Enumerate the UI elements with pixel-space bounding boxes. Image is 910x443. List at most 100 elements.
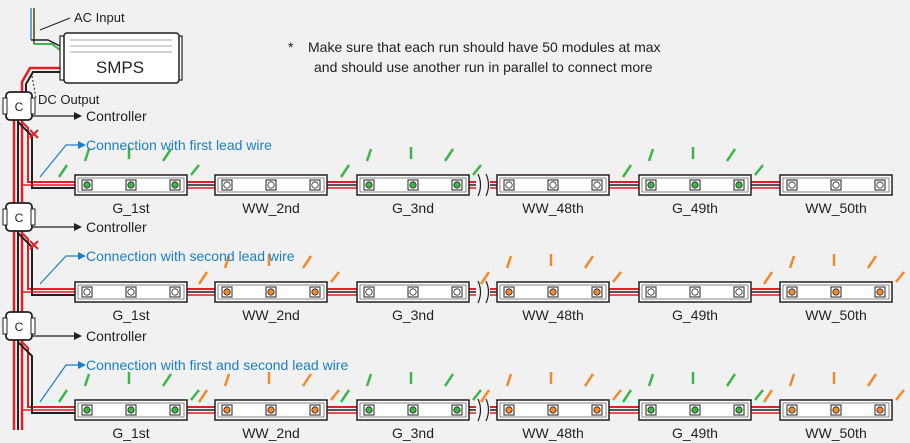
led-lit-icon bbox=[223, 288, 231, 296]
led-unlit-icon bbox=[171, 288, 179, 296]
controller-tab-right bbox=[30, 97, 36, 115]
light-ray bbox=[725, 148, 737, 162]
light-ray bbox=[762, 389, 774, 403]
module-label: WW_50th bbox=[805, 307, 866, 323]
light-ray bbox=[301, 255, 313, 269]
light-ray bbox=[505, 255, 513, 269]
led-module-inner bbox=[359, 177, 467, 193]
controller-tab-left bbox=[2, 208, 8, 226]
light-ray bbox=[365, 373, 373, 387]
module-label: WW_48th bbox=[522, 307, 583, 323]
led-module-inner bbox=[77, 402, 185, 418]
led-lit-icon bbox=[267, 406, 275, 414]
labels-layer: AC Input SMPS DC Output * Make sure that… bbox=[15, 10, 867, 441]
led-module-inner bbox=[499, 177, 607, 193]
light-ray bbox=[161, 373, 173, 387]
smps-label: SMPS bbox=[96, 58, 144, 77]
light-ray bbox=[788, 373, 796, 387]
led-lit-icon bbox=[223, 406, 231, 414]
led-unlit-icon bbox=[647, 288, 655, 296]
controller-letter: C bbox=[15, 320, 24, 334]
led-lit-icon bbox=[453, 181, 461, 189]
led-lit-icon bbox=[171, 406, 179, 414]
light-ray bbox=[472, 389, 482, 401]
led-lit-icon bbox=[876, 406, 884, 414]
module-label: WW_2nd bbox=[242, 307, 300, 323]
led-lit-icon bbox=[691, 406, 699, 414]
module-label: G_49th bbox=[672, 307, 718, 323]
led-lit-icon bbox=[647, 181, 655, 189]
light-ray bbox=[866, 373, 878, 387]
light-ray bbox=[621, 389, 633, 403]
led-unlit-icon bbox=[311, 181, 319, 189]
connection-label: Connection with second lead wire bbox=[86, 248, 295, 264]
module-label: G_1st bbox=[112, 200, 149, 216]
light-ray bbox=[647, 148, 655, 162]
led-lit-icon bbox=[549, 288, 557, 296]
break-symbol-icon bbox=[477, 173, 490, 197]
controller-tab-left bbox=[2, 317, 8, 335]
led-unlit-icon bbox=[549, 181, 557, 189]
led-module-inner bbox=[782, 402, 890, 418]
led-module-inner bbox=[641, 284, 749, 300]
components-layer bbox=[2, 32, 905, 422]
light-ray bbox=[788, 255, 796, 269]
light-ray bbox=[223, 373, 231, 387]
lead-wire-black bbox=[17, 232, 75, 296]
lead-wire-red bbox=[21, 121, 75, 183]
led-module-inner bbox=[782, 177, 890, 193]
module-label: WW_50th bbox=[805, 425, 866, 441]
led-module-inner bbox=[217, 177, 325, 193]
light-ray bbox=[612, 389, 622, 401]
light-ray bbox=[83, 148, 91, 162]
lead-wire-red bbox=[21, 341, 75, 408]
light-ray bbox=[57, 389, 69, 403]
light-ray bbox=[472, 164, 482, 176]
led-lit-icon bbox=[832, 406, 840, 414]
cut-mark-icon bbox=[29, 240, 39, 250]
led-unlit-icon bbox=[735, 288, 743, 296]
led-lit-icon bbox=[267, 288, 275, 296]
led-module-inner bbox=[77, 284, 185, 300]
module-label: WW_48th bbox=[522, 200, 583, 216]
module-label: WW_2nd bbox=[242, 200, 300, 216]
module-label: WW_50th bbox=[805, 200, 866, 216]
light-ray bbox=[443, 373, 455, 387]
break-symbol-icon bbox=[477, 280, 490, 304]
led-lit-icon bbox=[365, 406, 373, 414]
light-ray bbox=[330, 389, 340, 401]
led-lit-icon bbox=[311, 288, 319, 296]
led-lit-icon bbox=[832, 288, 840, 296]
cut-mark-icon bbox=[29, 129, 39, 139]
light-ray bbox=[754, 164, 764, 176]
light-ray bbox=[161, 148, 173, 162]
ac-wire-green bbox=[34, 43, 61, 51]
module-label: G_1st bbox=[112, 307, 149, 323]
led-lit-icon bbox=[171, 181, 179, 189]
led-module-inner bbox=[359, 284, 467, 300]
ac-input-label: AC Input bbox=[74, 10, 125, 25]
led-lit-icon bbox=[505, 406, 513, 414]
light-ray bbox=[583, 255, 595, 269]
led-lit-icon bbox=[788, 406, 796, 414]
led-lit-icon bbox=[127, 181, 135, 189]
controller-letter: C bbox=[15, 211, 24, 225]
controller-tab-right bbox=[30, 208, 36, 226]
lead-wire-black bbox=[17, 121, 75, 189]
led-lit-icon bbox=[647, 406, 655, 414]
light-ray bbox=[479, 271, 491, 285]
controller-arrow-head bbox=[74, 112, 82, 120]
light-ray bbox=[339, 164, 351, 178]
note-line-1: Make sure that each run should have 50 m… bbox=[308, 39, 661, 55]
light-ray bbox=[301, 373, 313, 387]
led-unlit-icon bbox=[691, 288, 699, 296]
connection-leader bbox=[39, 364, 80, 403]
light-ray bbox=[190, 164, 200, 176]
light-ray bbox=[762, 271, 774, 285]
controller-label: Controller bbox=[86, 219, 147, 235]
connection-arrow-head bbox=[78, 252, 86, 260]
led-unlit-icon bbox=[365, 288, 373, 296]
controller-label: Controller bbox=[86, 328, 147, 344]
led-lit-icon bbox=[691, 181, 699, 189]
